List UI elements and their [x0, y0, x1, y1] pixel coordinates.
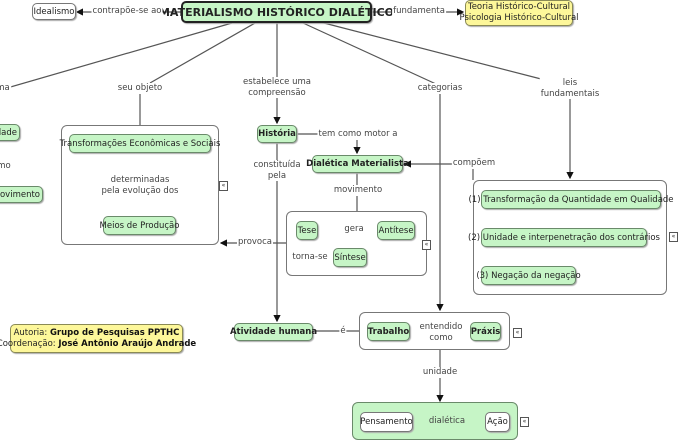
autoria-value: Grupo de Pesquisas PPTHC: [49, 327, 180, 338]
estabelece-line2: compreensão: [248, 87, 306, 98]
entendido-line2: como: [429, 332, 453, 343]
concept-dade[interactable]: dade: [0, 124, 20, 141]
concept-pensamento[interactable]: Pensamento: [360, 412, 413, 432]
concept-historia[interactable]: História: [257, 125, 297, 143]
leis-line1: leis: [562, 78, 578, 88]
link-tem-como-motor: tem como motor a: [317, 129, 399, 140]
link-movimento: movimento: [332, 185, 384, 196]
link-compoem: compõem: [451, 158, 497, 169]
collapse-nested-icon[interactable]: «: [513, 328, 522, 338]
link-ma: ma: [0, 83, 11, 94]
concept-atividade-humana[interactable]: Atividade humana: [230, 323, 317, 341]
link-fundamenta: fundamenta: [392, 6, 446, 17]
coordenacao-line: Coordenação: José Antônio Araújo Andrade: [0, 339, 196, 350]
collapse-nested-icon[interactable]: «: [422, 240, 431, 250]
concept-praxis[interactable]: Práxis: [470, 322, 501, 341]
link-e: é: [339, 326, 347, 337]
concept-movimento[interactable]: Movimento: [0, 186, 43, 203]
credits-box: Autoria: Grupo de Pesquisas PPTHC Coorde…: [0, 324, 196, 353]
determinadas-line2: pela evolução dos: [101, 185, 179, 196]
concept-meios-producao[interactable]: Meios de Produção: [100, 216, 179, 235]
concept-acao[interactable]: Ação: [485, 412, 510, 432]
autoria-line: Autoria: Grupo de Pesquisas PPTHC: [14, 328, 180, 339]
determinadas-line1: determinadas: [110, 175, 170, 185]
coordenacao-label: Coordenação:: [0, 338, 56, 349]
entendido-line1: entendido: [419, 322, 463, 332]
link-contrapoe: contrapõe-se ao: [91, 6, 163, 17]
link-categorias: categorias: [416, 83, 464, 94]
estabelece-line1: estabelece uma: [243, 77, 311, 87]
concept-transformacoes[interactable]: Transformações Econômicas e Sociais: [60, 134, 220, 153]
link-provoca: provoca: [236, 237, 274, 248]
autoria-label: Autoria:: [13, 327, 48, 338]
teoria-text: Teoria Histórico-Cultural: [467, 2, 571, 12]
concept-lei-2[interactable]: (2) Unidade e interpenetração dos contrá…: [468, 228, 660, 247]
concept-sintese[interactable]: Síntese: [333, 248, 367, 267]
psicologia-text: Psicologia Histórico-Cultural: [459, 13, 579, 23]
constituida-line1: constituída: [253, 160, 301, 170]
collapse-nested-icon[interactable]: «: [520, 417, 529, 427]
link-seu-objeto: seu objeto: [116, 83, 164, 94]
link-dialetica: dialética: [427, 416, 467, 427]
leis-line2: fundamentais: [540, 88, 600, 99]
concept-idealismo[interactable]: Idealismo: [32, 3, 76, 20]
constituida-line2: pela: [267, 170, 287, 181]
concept-teoria-psicologia[interactable]: Teoria Histórico-Cultural Psicologia His…: [460, 0, 579, 26]
link-torna-se: torna-se: [291, 252, 329, 263]
concept-lei-3[interactable]: (3) Negação da negação: [476, 266, 581, 285]
collapse-nested-icon[interactable]: «: [219, 181, 228, 191]
link-gera: gera: [343, 224, 365, 235]
link-mo: mo: [0, 161, 11, 171]
concept-trabalho[interactable]: Trabalho: [367, 322, 410, 341]
concept-lei-1[interactable]: (1) Transformação da Quantidade em Quali…: [468, 190, 674, 209]
concept-tese[interactable]: Tese: [296, 221, 318, 240]
concept-antitese[interactable]: Antítese: [377, 221, 415, 240]
collapse-nested-icon[interactable]: «: [669, 232, 678, 242]
coordenacao-value: José Antônio Araújo Andrade: [58, 338, 197, 349]
concept-dialetica-materialista[interactable]: Dialética Materialista: [306, 155, 409, 173]
main-concept[interactable]: MATERIALISMO HISTÓRICO DIALÉTICO: [159, 1, 394, 23]
link-unidade: unidade: [421, 367, 459, 378]
